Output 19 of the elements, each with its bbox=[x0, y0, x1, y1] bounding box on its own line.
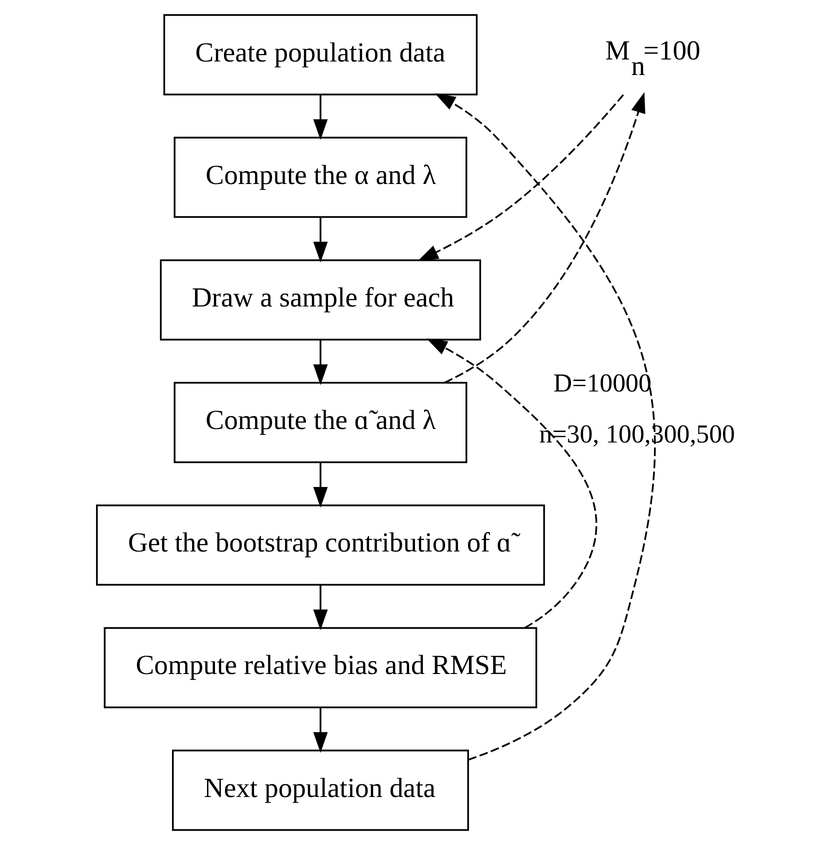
node-box: Get the bootstrap contribution of ɑ̃ bbox=[96, 504, 544, 586]
edge-label: n=30, 100,300,500 bbox=[538, 420, 734, 449]
edge-label: D=10000 bbox=[552, 368, 651, 398]
arrow bbox=[312, 708, 328, 753]
arrow bbox=[312, 217, 328, 263]
arrow bbox=[426, 338, 596, 629]
arrow bbox=[312, 340, 328, 386]
arrow bbox=[434, 93, 656, 761]
arrow bbox=[417, 94, 624, 262]
node-box: Compute relative bias and RMSE bbox=[103, 627, 537, 708]
arrow bbox=[312, 94, 328, 140]
node-box: Compute the ɑ̃ and λ bbox=[173, 382, 467, 464]
arrow bbox=[312, 585, 328, 630]
arrow bbox=[312, 462, 328, 508]
arrow bbox=[444, 92, 645, 384]
node-box: Draw a sample for each bbox=[159, 259, 481, 340]
node-box: Create population data bbox=[162, 14, 478, 96]
node-box: Compute the α and λ bbox=[173, 136, 467, 218]
node-box: Next population data bbox=[172, 750, 468, 831]
